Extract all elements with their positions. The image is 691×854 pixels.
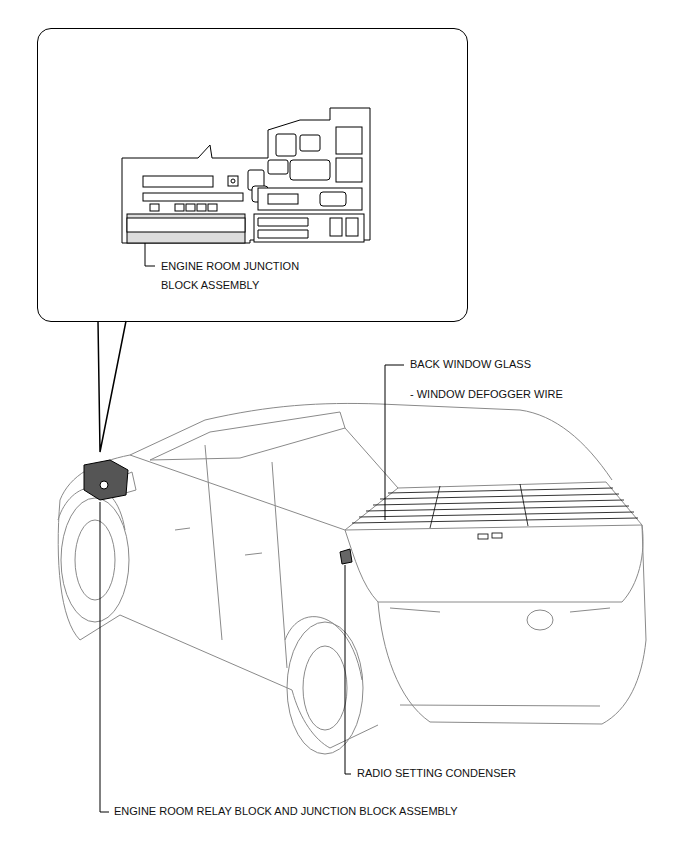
defogger-wire [352, 484, 638, 539]
leader-lines [100, 243, 404, 812]
car-outline [58, 403, 646, 754]
callout-inset: ENGINE ROOM JUNCTION BLOCK ASSEMBLY [37, 28, 468, 322]
part-label: ENGINE ROOM JUNCTION BLOCK ASSEMBLY [161, 257, 311, 295]
relay-block [84, 460, 128, 500]
callout-pointer [98, 321, 126, 452]
junction-block-drawing [122, 108, 370, 243]
part-label: RADIO SETTING CONDENSER [357, 767, 516, 780]
part-label: BACK WINDOW GLASS [410, 358, 531, 371]
radio-condenser [340, 549, 352, 564]
part-label: - WINDOW DEFOGGER WIRE [410, 388, 563, 401]
part-label: ENGINE ROOM RELAY BLOCK AND JUNCTION BLO… [114, 805, 458, 818]
